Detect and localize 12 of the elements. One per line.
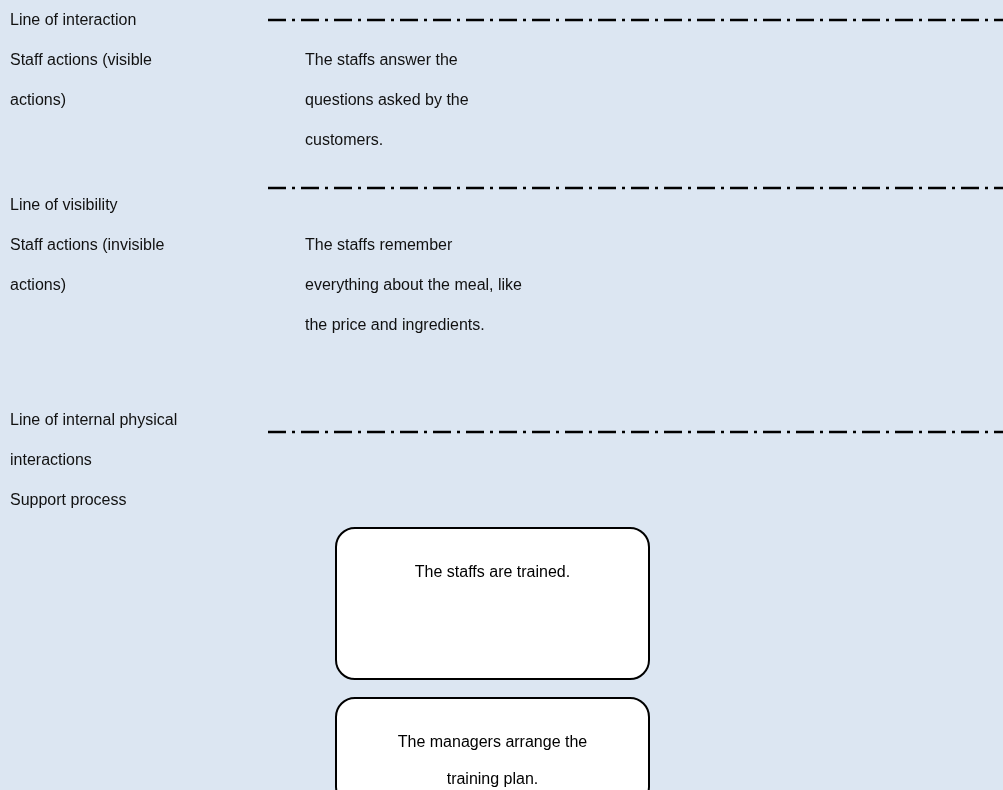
text-label: Staff actions (visible actions) xyxy=(10,50,153,110)
box-text: The managers arrange the training plan. xyxy=(397,732,588,789)
text-label: Line of interaction xyxy=(10,10,138,30)
box-text: The staffs are trained. xyxy=(414,562,571,582)
rounded-box xyxy=(335,527,650,680)
text-label: Line of visibility xyxy=(10,195,119,215)
text-label: The staffs remember everything about the meal, like the price and ingredients. xyxy=(305,235,523,335)
text-label: Staff actions (invisible actions) xyxy=(10,235,166,295)
rounded-box xyxy=(335,697,650,790)
text-label: Line of internal physical interactions xyxy=(10,410,179,470)
text-label: The staffs answer the questions asked by the customers. xyxy=(305,50,470,150)
text-label: Support process xyxy=(10,490,128,510)
